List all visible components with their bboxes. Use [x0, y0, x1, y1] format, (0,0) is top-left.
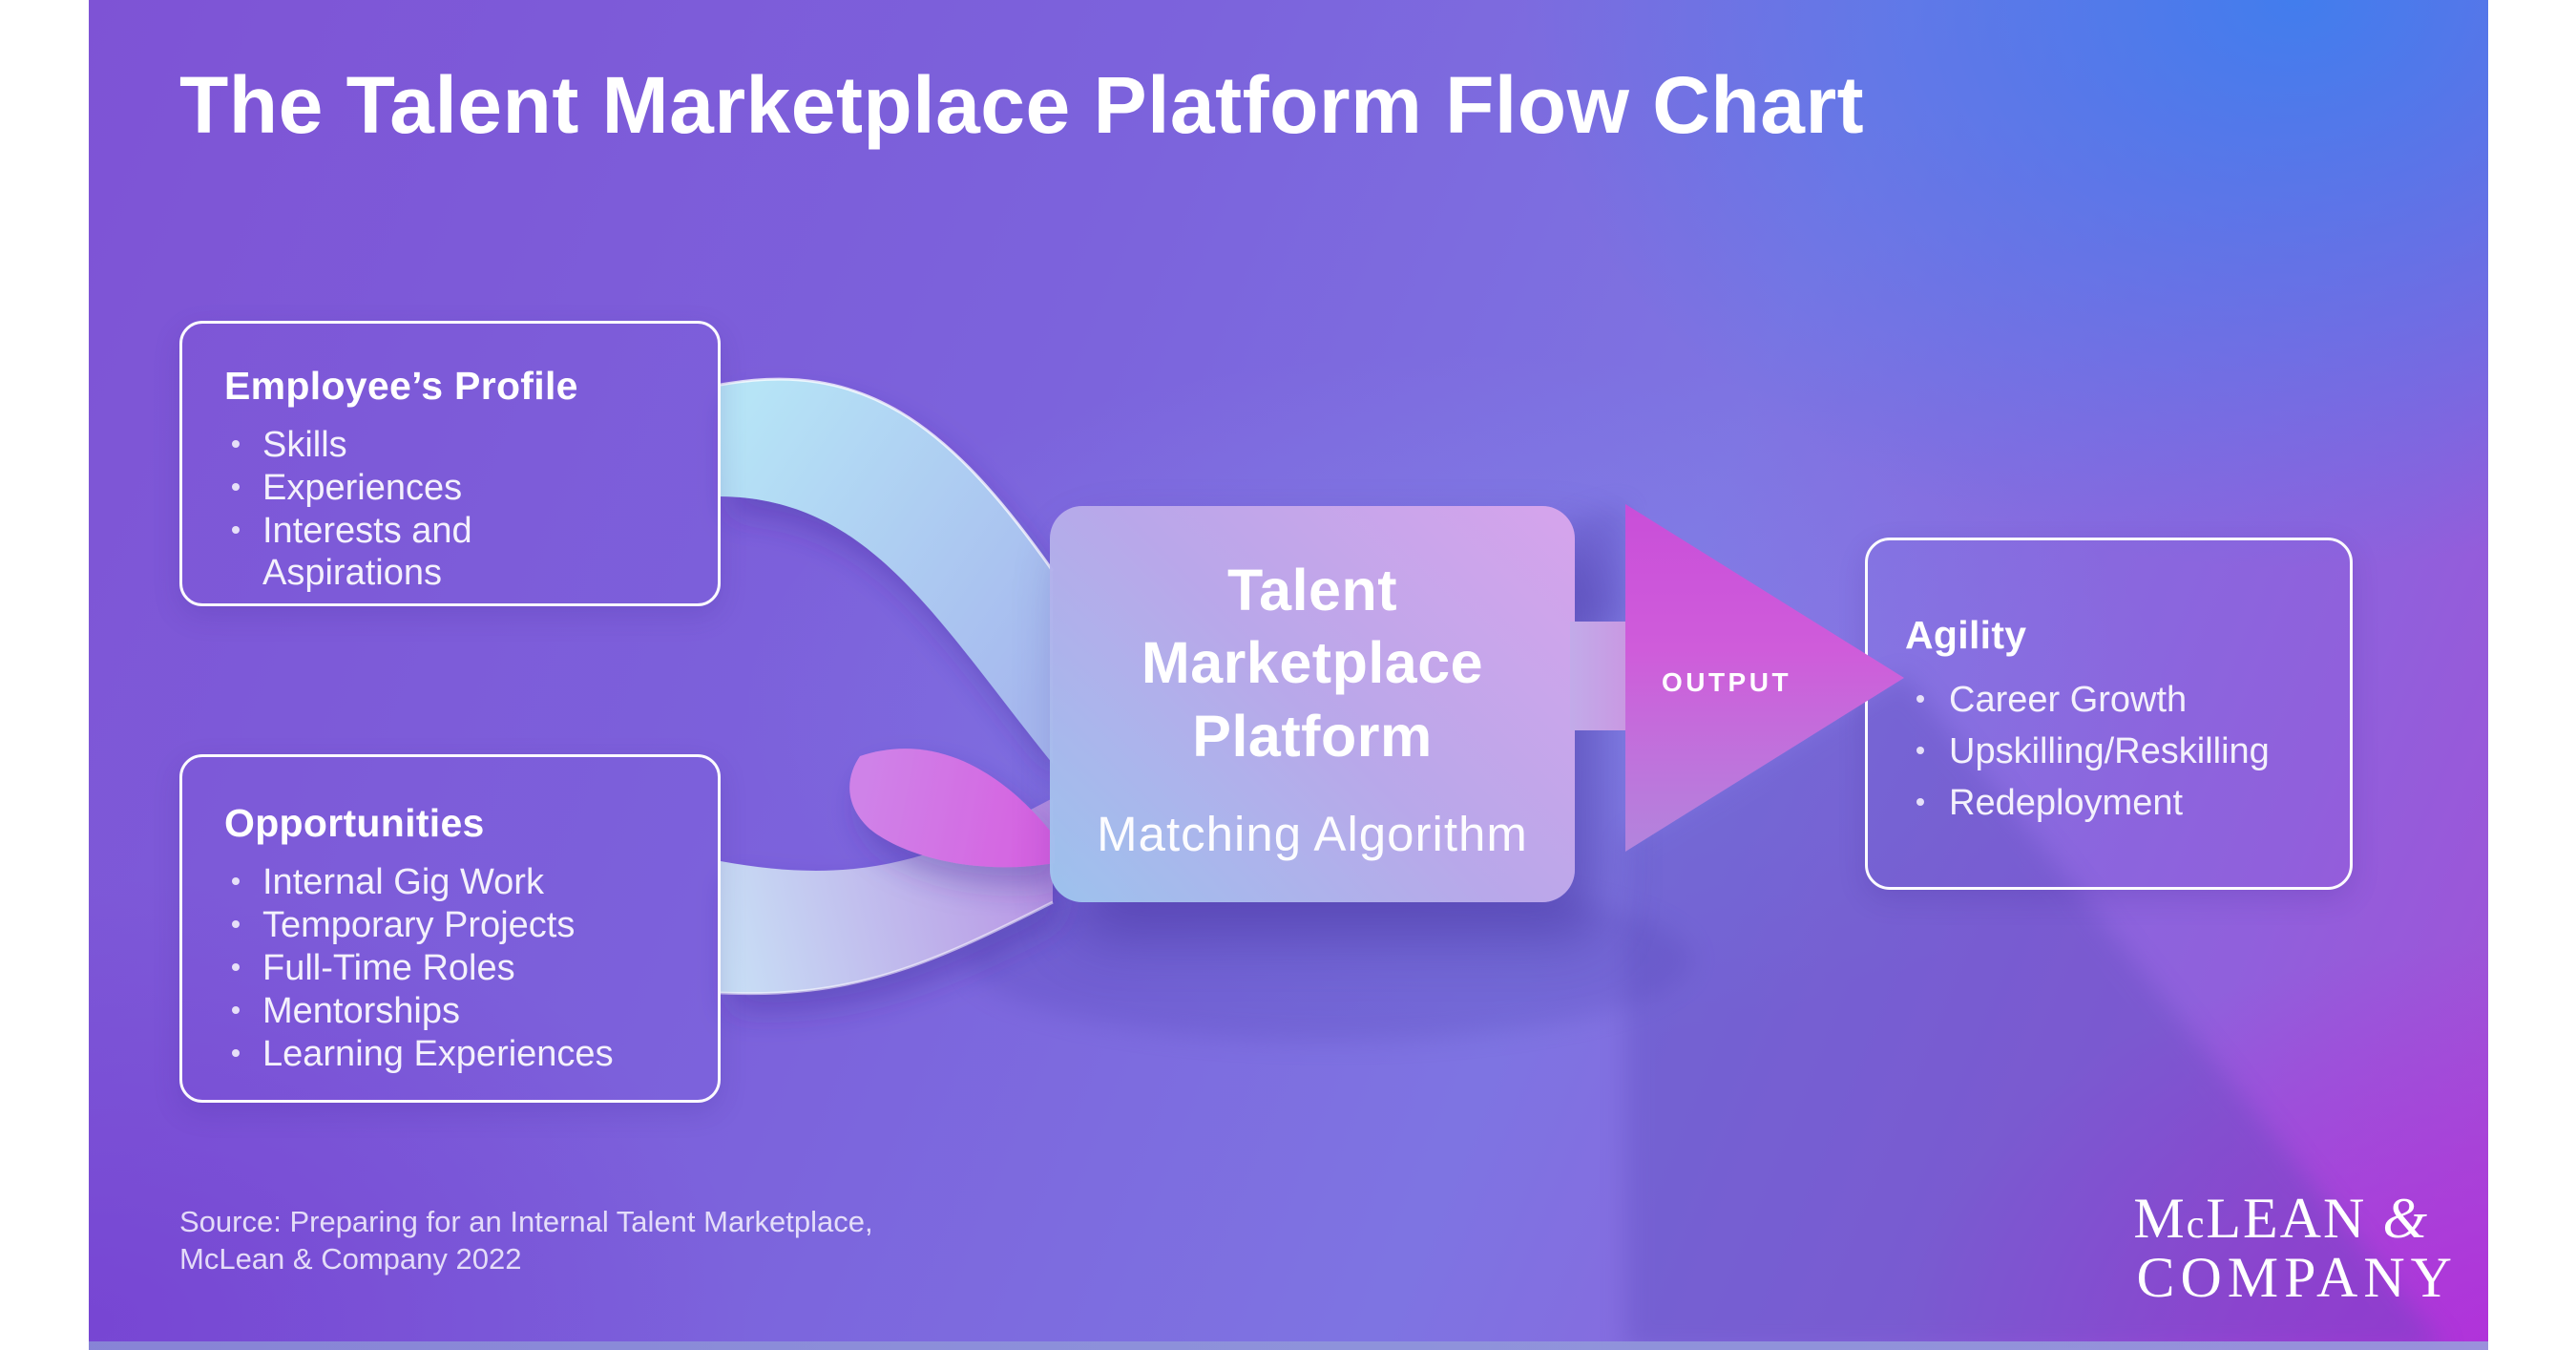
platform-heading: Talent Marketplace Platform: [1141, 554, 1483, 772]
source-note: Source: Preparing for an Internal Talent…: [179, 1203, 873, 1277]
slide-bottom-edge: [89, 1341, 2488, 1350]
slide-background: The Talent Marketplace Platform Flow Cha…: [89, 0, 2488, 1350]
bullet-dot: [232, 526, 240, 535]
page-title: The Talent Marketplace Platform Flow Cha…: [179, 60, 1865, 150]
bullet-dot: [1916, 695, 1924, 703]
ribbon-fold-magenta-flap: [849, 749, 1055, 868]
platform-subheading: Matching Algorithm: [1097, 807, 1528, 861]
list-item: Temporary Projects: [224, 904, 689, 946]
ribbon-top-edge-highlight: [720, 377, 1055, 572]
platform-box-ground-shadow: [967, 878, 1692, 1041]
list-item: Experiences: [224, 467, 689, 509]
platform-heading-line: Platform: [1192, 703, 1433, 769]
arrowhead-upper-shadow: [1570, 504, 1625, 622]
ribbon-bottom-edge-highlight: [720, 900, 1054, 996]
ribbon-profile-to-platform: [721, 379, 1053, 764]
list-item: Redeployment: [1905, 782, 2327, 824]
list-item: Mentorships: [224, 990, 689, 1032]
bullet-dot: [232, 963, 240, 972]
bullet-dot: [1916, 747, 1924, 755]
output-arrow-layer: OUTPUT: [1570, 504, 1904, 852]
list-item: Skills: [224, 424, 689, 466]
connector-ribbons-layer: [720, 377, 2446, 1350]
source-note-line1: Source: Preparing for an Internal Talent…: [179, 1205, 873, 1238]
source-note-line2: McLean & Company 2022: [179, 1242, 522, 1276]
opportunities-box: Opportunities Internal Gig Work Temporar…: [179, 754, 721, 1103]
platform-heading-line: Talent: [1226, 558, 1398, 622]
logo-ampersand: &: [2382, 1187, 2429, 1250]
list-item: Full-Time Roles: [224, 947, 689, 989]
bullet-dot: [232, 1006, 240, 1015]
agility-heading: Agility: [1905, 613, 2027, 657]
bullet-dot: [232, 1049, 240, 1058]
list-item: Career Growth: [1905, 679, 2327, 721]
arrow-cast-shadow: [1625, 674, 2446, 1350]
logo-line1: McLEAN &: [2133, 1187, 2429, 1250]
employee-profile-box: Employee’s Profile Skills Experiences In…: [179, 321, 721, 606]
bullet-dot: [232, 440, 240, 448]
bullet-dot: [232, 877, 240, 885]
list-item: Internal Gig Work: [224, 861, 689, 903]
list-item: Interests and Aspirations: [224, 510, 689, 594]
bullet-dot: [232, 920, 240, 929]
bullet-dot: [232, 483, 240, 492]
employee-profile-heading: Employee’s Profile: [224, 364, 578, 408]
opportunities-heading: Opportunities: [224, 801, 485, 845]
logo-line2: COMPANY: [2136, 1246, 2458, 1309]
bullet-dot: [1916, 798, 1924, 807]
platform-heading-line: Marketplace: [1141, 630, 1484, 696]
list-item: Upskilling/Reskilling: [1905, 730, 2327, 772]
output-arrow-label: OUTPUT: [1662, 667, 1791, 697]
mclean-company-logo: McLEAN & COMPANY: [2133, 1190, 2458, 1306]
agility-box: Agility Career Growth Upskilling/Reskill…: [1865, 538, 2353, 890]
output-arrow-shaft: [1570, 622, 1627, 730]
talent-marketplace-platform-box: Talent Marketplace Platform Matching Alg…: [1050, 506, 1575, 902]
list-item: Learning Experiences: [224, 1033, 689, 1075]
output-arrow-head: [1625, 504, 1904, 852]
